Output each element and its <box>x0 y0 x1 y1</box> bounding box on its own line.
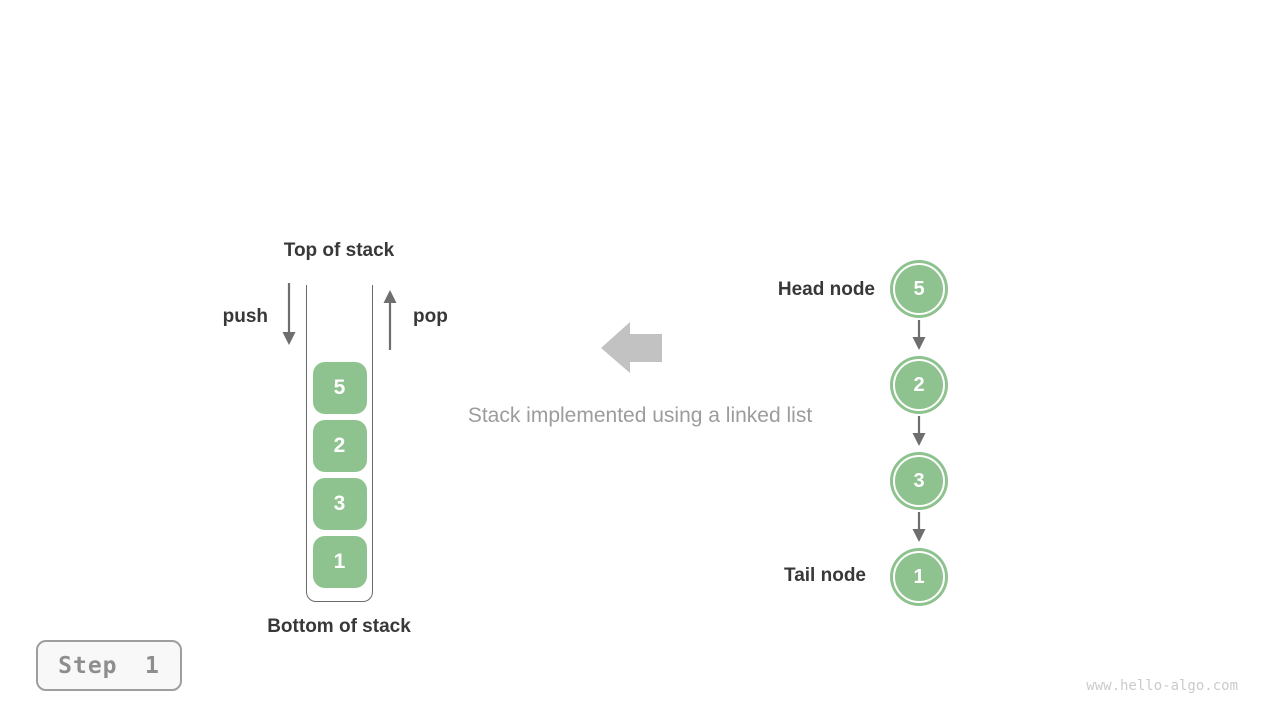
left-block-arrow-icon <box>601 322 662 373</box>
linked-list-node: 3 <box>893 455 945 507</box>
watermark: www.hello-algo.com <box>1086 678 1238 694</box>
top-of-stack-label: Top of stack <box>283 240 395 261</box>
linked-list-node: 5 <box>893 263 945 315</box>
linked-list-node: 1 <box>893 551 945 603</box>
stack-item: 5 <box>312 362 367 414</box>
caption-text: Stack implemented using a linked list <box>467 404 813 427</box>
tail-node-label: Tail node <box>784 565 866 586</box>
head-node-label: Head node <box>777 279 875 300</box>
stack-item: 1 <box>312 536 367 588</box>
linked-list-node: 2 <box>893 359 945 411</box>
bottom-of-stack-label: Bottom of stack <box>267 616 411 637</box>
step-badge: Step 1 <box>36 640 182 691</box>
stack-container: 5 2 3 1 <box>306 285 373 602</box>
pop-label: pop <box>413 306 448 327</box>
stack-item: 2 <box>312 420 367 472</box>
stack-item: 3 <box>312 478 367 530</box>
push-label: push <box>222 306 268 327</box>
